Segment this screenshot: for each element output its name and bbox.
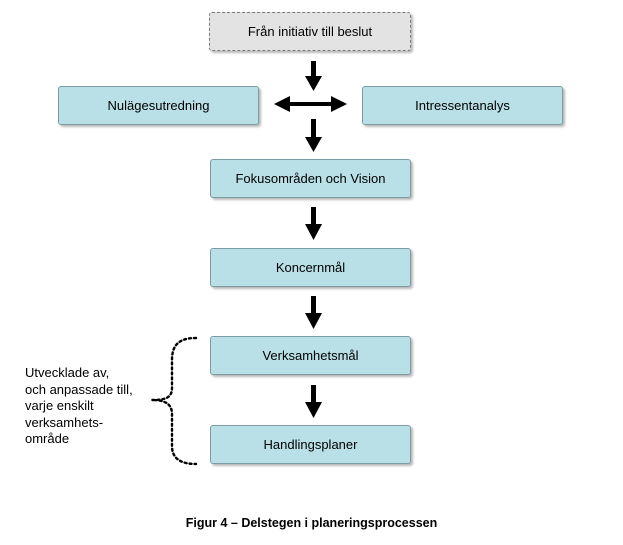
arrow-start-to-split (305, 61, 322, 91)
start-box-label: Från initiativ till beslut (247, 24, 373, 39)
arrow-split-to-focus (305, 119, 322, 152)
side-note-line: Utvecklade av, (25, 365, 110, 380)
step-box-operational-goals: Verksamhetsmål (210, 336, 411, 375)
step-label: Fokusområden och Vision (235, 171, 386, 186)
start-box: Från initiativ till beslut (209, 12, 411, 51)
side-note-line: och anpassade till, (25, 381, 133, 397)
step-box-group-goals: Koncernmål (210, 248, 411, 287)
arrow-focus-to-group (305, 207, 322, 240)
step-label: Koncernmål (275, 260, 346, 275)
side-note-line: område (25, 431, 70, 446)
side-note: Utvecklade av, och anpassade till, varje… (25, 365, 153, 448)
figure-caption: Figur 4 – Delstegen i planeringsprocesse… (185, 516, 438, 530)
double-arrow-horizontal (274, 96, 347, 112)
step-label: Handlingsplaner (263, 437, 358, 452)
current-state-label: Nulägesutredning (107, 98, 210, 113)
side-note-line: verksamhets- (25, 414, 104, 430)
current-state-box: Nulägesutredning (58, 86, 259, 125)
arrow-group-to-ops (305, 296, 322, 329)
side-note-line: varje enskilt (25, 398, 94, 413)
dotted-brace (151, 336, 198, 466)
step-box-focus-vision: Fokusområden och Vision (210, 159, 411, 198)
stakeholder-analysis-box: Intressentanalys (362, 86, 563, 125)
arrow-ops-to-plans (305, 385, 322, 418)
stakeholder-analysis-label: Intressentanalys (415, 98, 510, 113)
step-box-action-plans: Handlingsplaner (210, 425, 411, 464)
step-label: Verksamhetsmål (262, 348, 359, 363)
